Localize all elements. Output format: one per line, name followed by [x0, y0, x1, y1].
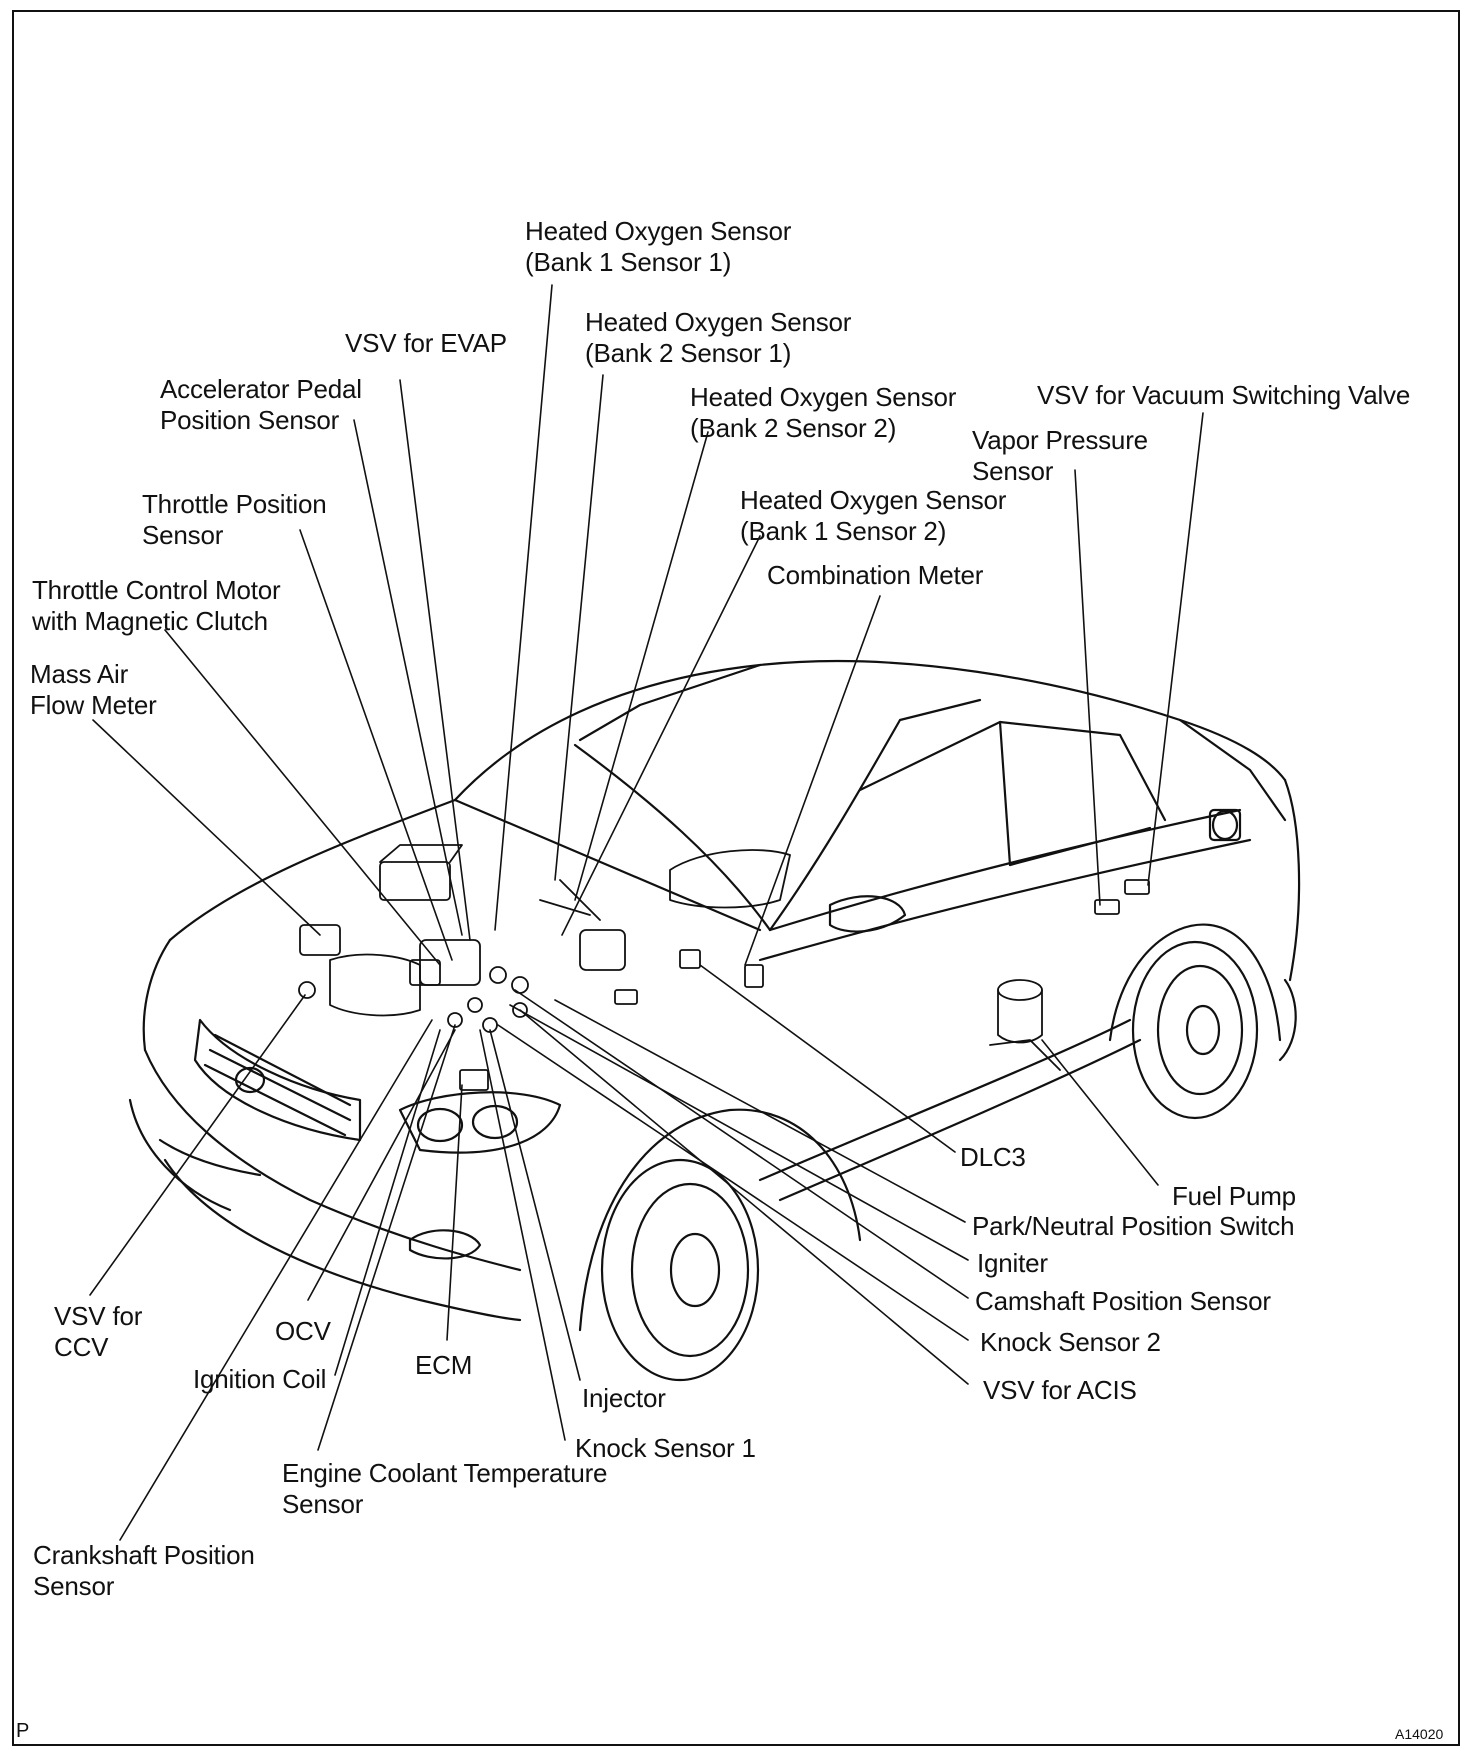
- label-accelerator-pedal-position-sensor: Accelerator Pedal Position Sensor: [160, 374, 362, 436]
- label-line: Fuel Pump: [1172, 1181, 1296, 1211]
- label-ocv: OCV: [275, 1316, 331, 1347]
- label-fuel-pump: Fuel Pump: [1172, 1181, 1296, 1212]
- label-line: Heated Oxygen Sensor: [690, 382, 957, 412]
- label-injector: Injector: [582, 1383, 666, 1414]
- label-line: Throttle Position: [142, 489, 327, 519]
- label-line: Heated Oxygen Sensor: [740, 485, 1007, 515]
- label-line: VSV for ACIS: [983, 1375, 1137, 1405]
- label-line: with Magnetic Clutch: [32, 606, 268, 636]
- engine-bay: [298, 844, 1150, 1091]
- label-heated-oxygen-sensor-bank1-sensor1: Heated Oxygen Sensor (Bank 1 Sensor 1): [525, 216, 791, 278]
- label-line: Sensor: [282, 1489, 364, 1519]
- label-line: Mass Air: [30, 659, 129, 689]
- label-line: Accelerator Pedal: [160, 374, 362, 404]
- label-dlc3: DLC3: [960, 1142, 1026, 1173]
- leader-lines: [89, 284, 1204, 1541]
- label-line: VSV for Vacuum Switching Valve: [1037, 380, 1411, 410]
- label-line: Throttle Control Motor: [32, 575, 281, 605]
- label-park-neutral-position-switch: Park/Neutral Position Switch: [972, 1211, 1295, 1242]
- label-line: Camshaft Position Sensor: [975, 1286, 1271, 1316]
- label-line: Heated Oxygen Sensor: [585, 307, 852, 337]
- label-vsv-for-acis: VSV for ACIS: [983, 1375, 1137, 1406]
- label-line: Sensor: [33, 1571, 115, 1601]
- label-line: (Bank 2 Sensor 1): [585, 338, 792, 368]
- label-heated-oxygen-sensor-bank2-sensor1: Heated Oxygen Sensor (Bank 2 Sensor 1): [585, 307, 851, 369]
- label-line: VSV for: [54, 1301, 143, 1331]
- label-line: Knock Sensor 2: [980, 1327, 1161, 1357]
- label-line: VSV for EVAP: [345, 328, 507, 358]
- label-crankshaft-position-sensor: Crankshaft Position Sensor: [33, 1540, 255, 1602]
- label-line: Ignition Coil: [193, 1364, 327, 1394]
- label-line: DLC3: [960, 1142, 1026, 1172]
- label-line: Park/Neutral Position Switch: [972, 1211, 1295, 1241]
- label-line: Combination Meter: [767, 560, 984, 590]
- label-line: Knock Sensor 1: [575, 1433, 756, 1463]
- label-line: Vapor Pressure: [972, 425, 1148, 455]
- label-line: ECM: [415, 1350, 473, 1380]
- label-line: Heated Oxygen Sensor: [525, 216, 792, 246]
- label-engine-coolant-temperature-sensor: Engine Coolant Temperature Sensor: [282, 1458, 608, 1520]
- label-vapor-pressure-sensor: Vapor Pressure Sensor: [972, 425, 1148, 487]
- label-line: Injector: [582, 1383, 666, 1413]
- label-line: Crankshaft Position: [33, 1540, 255, 1570]
- label-line: Position Sensor: [160, 405, 340, 435]
- label-line: (Bank 1 Sensor 2): [740, 516, 947, 546]
- label-line: (Bank 2 Sensor 2): [690, 413, 897, 443]
- label-throttle-position-sensor: Throttle Position Sensor: [142, 489, 327, 551]
- label-line: (Bank 1 Sensor 1): [525, 247, 732, 277]
- label-igniter: Igniter: [977, 1248, 1048, 1279]
- label-knock-sensor-2: Knock Sensor 2: [980, 1327, 1161, 1358]
- label-vsv-for-evap: VSV for EVAP: [345, 328, 507, 359]
- label-vsv-for-ccv: VSV for CCV: [54, 1301, 142, 1363]
- label-line: Engine Coolant Temperature: [282, 1458, 608, 1488]
- label-line: Sensor: [142, 520, 224, 550]
- label-ecm: ECM: [415, 1350, 472, 1381]
- label-vsv-for-vacuum-switching-valve: VSV for Vacuum Switching Valve: [1037, 380, 1410, 411]
- label-line: Sensor: [972, 456, 1054, 486]
- label-knock-sensor-1: Knock Sensor 1: [575, 1433, 756, 1464]
- diagram-frame: [12, 10, 1460, 1746]
- label-throttle-control-motor: Throttle Control Motor with Magnetic Clu…: [32, 575, 281, 637]
- figure-code: A14020: [1395, 1726, 1444, 1742]
- label-line: Igniter: [977, 1248, 1048, 1278]
- label-line: OCV: [275, 1316, 331, 1346]
- label-line: CCV: [54, 1332, 109, 1362]
- label-mass-air-flow-meter: Mass Air Flow Meter: [30, 659, 157, 721]
- car-body: [128, 659, 1301, 1382]
- label-camshaft-position-sensor: Camshaft Position Sensor: [975, 1286, 1271, 1317]
- label-ignition-coil: Ignition Coil: [193, 1364, 326, 1395]
- label-heated-oxygen-sensor-bank2-sensor2: Heated Oxygen Sensor (Bank 2 Sensor 2): [690, 382, 956, 444]
- corner-mark: P: [16, 1720, 30, 1742]
- label-line: Flow Meter: [30, 690, 157, 720]
- label-combination-meter: Combination Meter: [767, 560, 983, 591]
- label-heated-oxygen-sensor-bank1-sensor2: Heated Oxygen Sensor (Bank 1 Sensor 2): [740, 485, 1006, 547]
